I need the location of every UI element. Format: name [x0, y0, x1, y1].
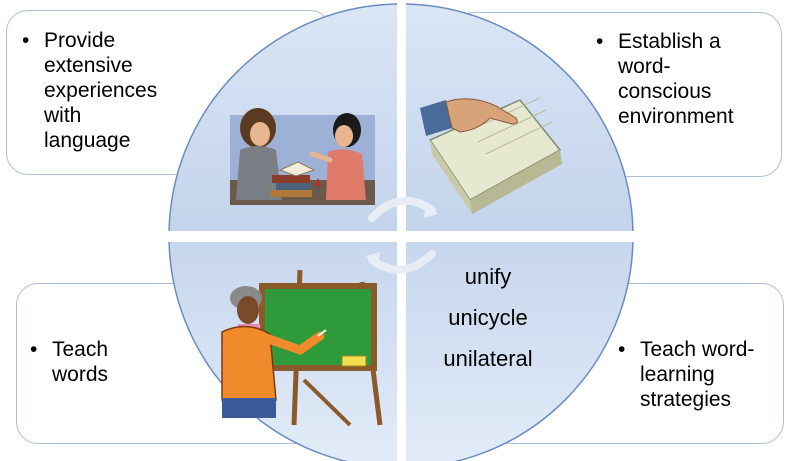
quadrant-text-top-right: Establish a word- conscious environment — [596, 29, 766, 129]
line: Teach word- — [640, 338, 755, 361]
center-word-unicycle: unicycle — [448, 305, 528, 330]
bullet-item: Teach word- learning strategies — [618, 337, 783, 412]
line: environment — [618, 105, 734, 128]
line: Provide — [44, 29, 116, 52]
bullet-item: Establish a word- conscious environment — [596, 29, 766, 129]
line: Establish a — [618, 30, 721, 53]
center-word-unify: unify — [464, 264, 512, 289]
line: strategies — [640, 388, 732, 411]
line: words — [52, 363, 109, 386]
bullet-item: Teach words — [30, 337, 150, 387]
line: conscious — [618, 80, 712, 103]
circular-arrows-icon — [366, 196, 438, 274]
quadrant-text-bottom-right: Teach word- learning strategies — [618, 337, 783, 412]
line: experiences — [44, 79, 158, 102]
teacher-at-chalkboard-icon — [221, 269, 383, 427]
line: language — [44, 129, 131, 152]
bullet-item: Provide extensive experiences with langu… — [22, 28, 172, 153]
line: Teach — [52, 338, 109, 361]
line: word- — [618, 55, 671, 78]
line: learning — [640, 363, 715, 386]
center-words: unify unicycle unilateral — [418, 256, 558, 379]
circle-quadrant-bottom-right — [406, 242, 634, 461]
line: with — [44, 104, 82, 127]
center-word-unilateral: unilateral — [443, 346, 533, 371]
two-women-talking-with-books-icon — [230, 108, 375, 205]
quadrant-text-top-left: Provide extensive experiences with langu… — [22, 28, 172, 153]
quadrant-text-bottom-left: Teach words — [30, 337, 150, 387]
hand-on-open-book-icon — [420, 97, 562, 214]
line: extensive — [44, 54, 133, 77]
